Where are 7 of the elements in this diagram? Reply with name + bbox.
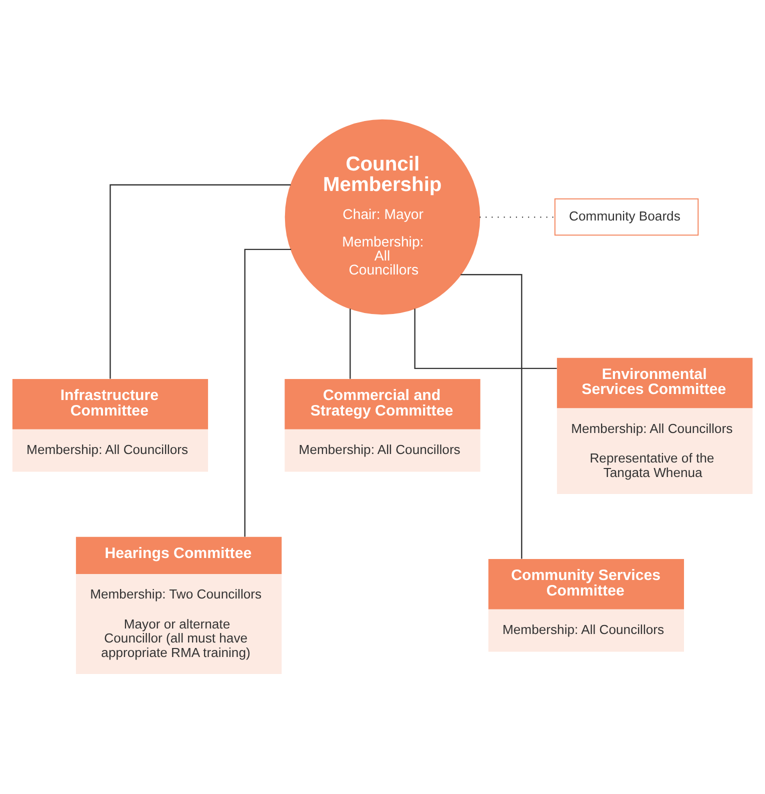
connector: [110, 184, 291, 379]
node-circle: Council Membership Chair: Mayor Membership: All Councillors: [284, 119, 480, 315]
node-box: Community Boards: [554, 198, 699, 236]
connector: [350, 308, 351, 379]
connector: [414, 308, 557, 370]
connector: [460, 274, 522, 559]
connector: [244, 248, 292, 537]
